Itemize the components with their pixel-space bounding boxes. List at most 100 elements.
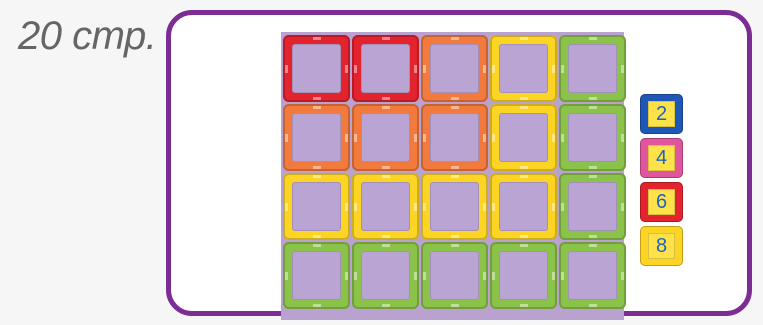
magnetic-tile-green bbox=[421, 242, 488, 309]
magnetic-tile-orange bbox=[421, 35, 488, 102]
tile-connector bbox=[313, 106, 321, 109]
tile-window bbox=[361, 44, 410, 93]
magnetic-tile-orange bbox=[421, 104, 488, 171]
tile-connector bbox=[423, 272, 426, 280]
magnetic-tile-red bbox=[352, 35, 419, 102]
tile-connector bbox=[423, 203, 426, 211]
tile-connector bbox=[589, 97, 597, 100]
magnetic-tile-green bbox=[490, 242, 557, 309]
tile-window bbox=[430, 44, 479, 93]
legend-chip-red: 6 bbox=[640, 182, 683, 222]
tile-connector bbox=[483, 65, 486, 73]
tile-window bbox=[568, 251, 617, 300]
legend-chip-pink: 4 bbox=[640, 138, 683, 178]
magnetic-tile-yellow bbox=[490, 104, 557, 171]
magnetic-tile-green bbox=[283, 242, 350, 309]
tile-connector bbox=[520, 106, 528, 109]
tile-connector bbox=[313, 37, 321, 40]
tile-connector bbox=[354, 134, 357, 142]
tile-connector bbox=[451, 175, 459, 178]
tile-connector bbox=[589, 244, 597, 247]
tile-window bbox=[568, 44, 617, 93]
tile-connector bbox=[313, 166, 321, 169]
tile-connector bbox=[561, 65, 564, 73]
tile-connector bbox=[285, 203, 288, 211]
tile-connector bbox=[382, 175, 390, 178]
tile-window bbox=[499, 251, 548, 300]
tile-connector bbox=[589, 304, 597, 307]
tile-connector bbox=[345, 134, 348, 142]
tile-connector bbox=[382, 235, 390, 238]
tile-connector bbox=[313, 97, 321, 100]
tile-connector bbox=[621, 272, 624, 280]
tile-window bbox=[499, 113, 548, 162]
tile-connector bbox=[520, 166, 528, 169]
tile-connector bbox=[520, 244, 528, 247]
tile-connector bbox=[313, 244, 321, 247]
magnetic-tile-red bbox=[283, 35, 350, 102]
tile-connector bbox=[285, 272, 288, 280]
tile-connector bbox=[589, 166, 597, 169]
tile-window bbox=[292, 251, 341, 300]
magnetic-tile-yellow bbox=[283, 173, 350, 240]
tile-grid bbox=[281, 32, 624, 320]
magnetic-tile-orange bbox=[352, 104, 419, 171]
tile-connector bbox=[589, 106, 597, 109]
magnetic-tile-yellow bbox=[352, 173, 419, 240]
tile-connector bbox=[589, 37, 597, 40]
tile-connector bbox=[561, 134, 564, 142]
tile-connector bbox=[561, 272, 564, 280]
tile-connector bbox=[354, 203, 357, 211]
tile-connector bbox=[451, 97, 459, 100]
tile-window bbox=[292, 113, 341, 162]
tile-connector bbox=[354, 272, 357, 280]
magnetic-tile-green bbox=[559, 242, 626, 309]
tile-connector bbox=[552, 203, 555, 211]
tile-window bbox=[361, 113, 410, 162]
tile-connector bbox=[313, 175, 321, 178]
tile-connector bbox=[451, 166, 459, 169]
tile-connector bbox=[451, 106, 459, 109]
tile-connector bbox=[345, 203, 348, 211]
tile-connector bbox=[483, 272, 486, 280]
tile-connector bbox=[345, 272, 348, 280]
tile-connector bbox=[483, 134, 486, 142]
tile-connector bbox=[520, 304, 528, 307]
tile-connector bbox=[483, 203, 486, 211]
legend-number: 4 bbox=[648, 145, 675, 171]
tile-window bbox=[499, 182, 548, 231]
tile-connector bbox=[451, 304, 459, 307]
tile-connector bbox=[382, 304, 390, 307]
tile-window bbox=[568, 182, 617, 231]
magnetic-tile-green bbox=[559, 35, 626, 102]
magnetic-tile-yellow bbox=[490, 35, 557, 102]
tile-connector bbox=[345, 65, 348, 73]
tile-connector bbox=[520, 235, 528, 238]
tile-connector bbox=[621, 203, 624, 211]
tile-window bbox=[361, 251, 410, 300]
tile-connector bbox=[451, 235, 459, 238]
tile-connector bbox=[621, 65, 624, 73]
tile-connector bbox=[423, 65, 426, 73]
tile-connector bbox=[313, 235, 321, 238]
tile-connector bbox=[313, 304, 321, 307]
tile-connector bbox=[354, 65, 357, 73]
tile-connector bbox=[382, 166, 390, 169]
tile-connector bbox=[451, 244, 459, 247]
tile-connector bbox=[423, 134, 426, 142]
tile-connector bbox=[552, 65, 555, 73]
magnetic-tile-green bbox=[559, 104, 626, 171]
tile-connector bbox=[492, 134, 495, 142]
tile-connector bbox=[589, 175, 597, 178]
legend-number: 6 bbox=[648, 189, 675, 215]
legend-number: 2 bbox=[648, 101, 675, 127]
tile-connector bbox=[552, 272, 555, 280]
tile-connector bbox=[451, 37, 459, 40]
tile-connector bbox=[285, 134, 288, 142]
tile-connector bbox=[621, 134, 624, 142]
tile-connector bbox=[414, 203, 417, 211]
tile-window bbox=[568, 113, 617, 162]
tile-connector bbox=[382, 97, 390, 100]
tile-window bbox=[430, 113, 479, 162]
tile-connector bbox=[414, 65, 417, 73]
